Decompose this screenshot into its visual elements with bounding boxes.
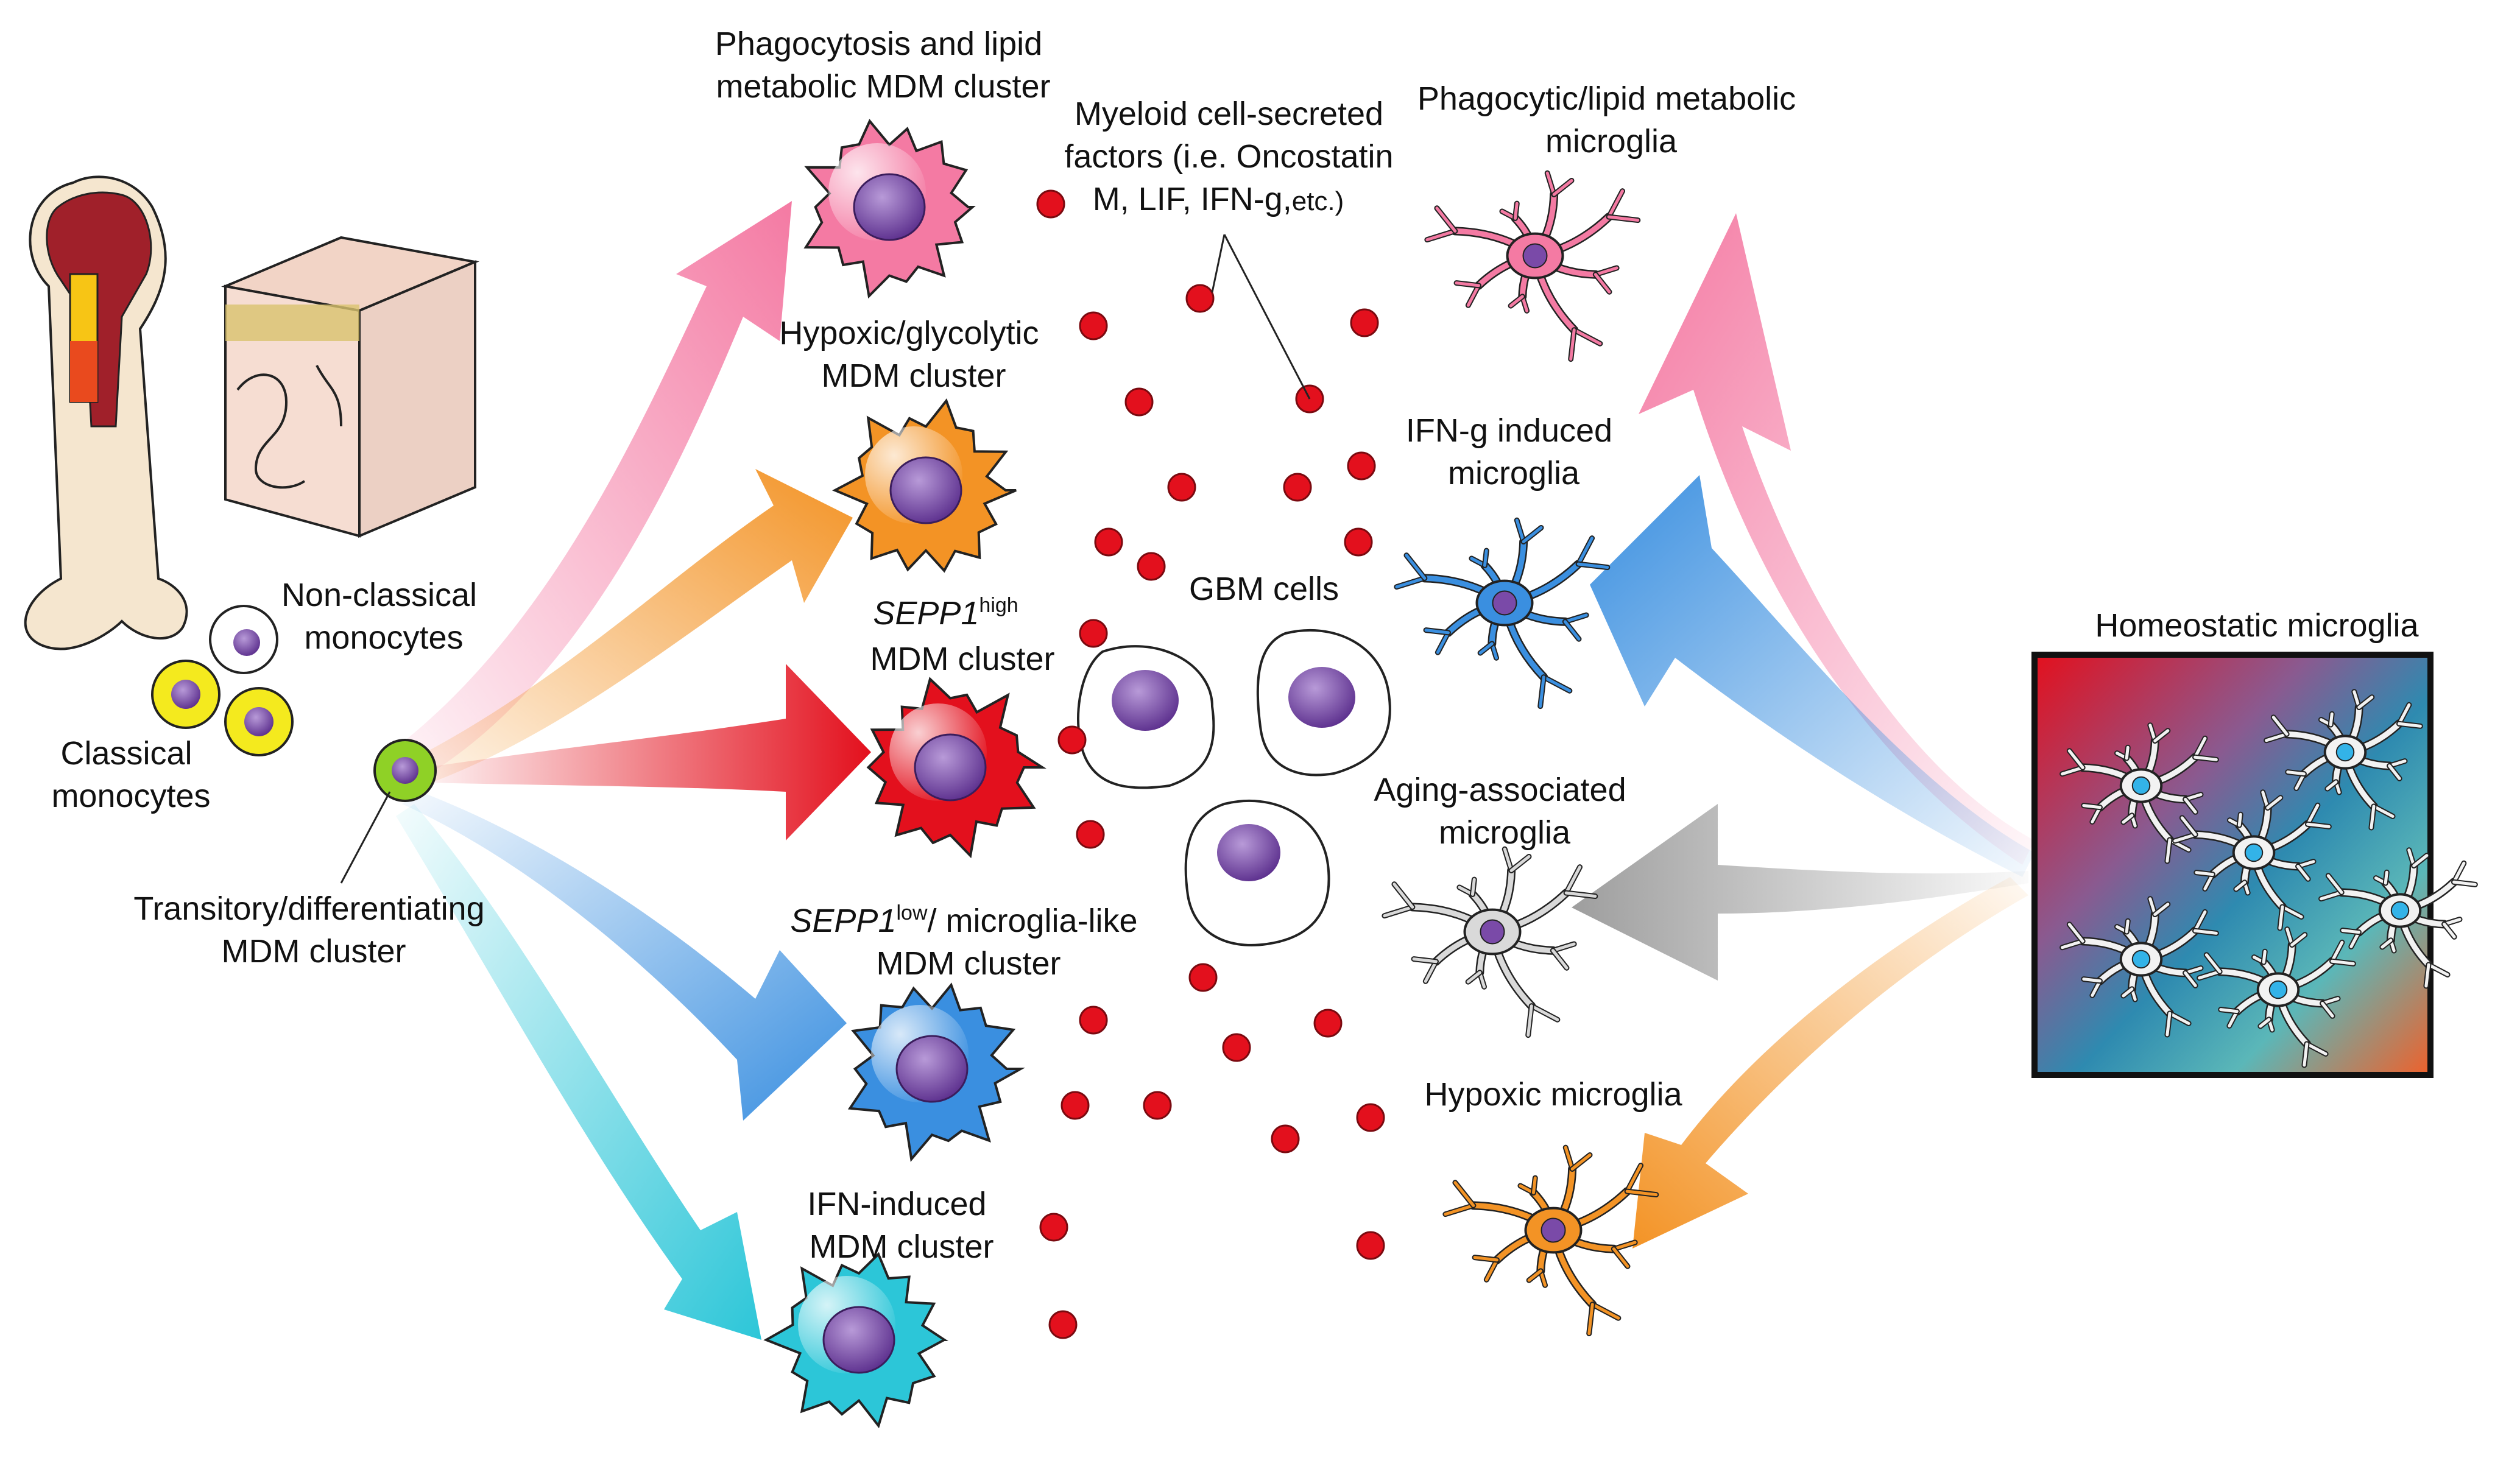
homeostatic-microglia-cell: [2264, 689, 2423, 831]
factor-dot: [1061, 1091, 1090, 1120]
arrow-to-aging-microglia: [1572, 804, 2028, 981]
arrow-to-ifn-mdm: [396, 804, 761, 1340]
ifng-microglia-cell: [1394, 517, 1611, 710]
transitory-pointer-line: [340, 791, 391, 884]
factor-dot: [1137, 552, 1166, 581]
bone-illustration: [24, 175, 188, 650]
factor-dot: [1313, 1009, 1343, 1038]
factor-dot: [1057, 725, 1087, 755]
factor-pointer-lines: [1211, 234, 1311, 400]
phago-microglia-cell: [1424, 170, 1641, 362]
non-classical-monocytes-label: Non-classical monocytes: [281, 577, 486, 656]
myeloid-factors-label: Myeloid cell-secreted factors (i.e. Onco…: [1064, 96, 1402, 217]
factor-dot: [1124, 387, 1154, 417]
homeostatic-microglia-label: Homeostatic microglia: [2095, 607, 2419, 644]
right-flow-arrows: [1572, 213, 2035, 1249]
factor-dot: [1048, 1310, 1078, 1339]
homeostatic-microglia-cell: [2197, 926, 2356, 1068]
sepp1-low-mdm-cell: [847, 982, 1026, 1162]
gbm-cells-label: GBM cells: [1189, 571, 1339, 607]
phago-mdm-label: Phagocytosis and lipid metabolic MDM clu…: [715, 26, 1051, 105]
ifn-mdm-cell: [763, 1252, 949, 1429]
factor-dot: [1036, 189, 1065, 219]
ifng-microglia-label: IFN-g induced microglia: [1406, 412, 1622, 491]
hypoxic-mdm-label: Hypoxic/glycolytic MDM cluster: [779, 315, 1048, 394]
homeostatic-microglia-cell: [2059, 722, 2219, 864]
factor-dot: [1356, 1231, 1385, 1260]
sepp1-high-mdm-cell: [866, 677, 1046, 859]
factor-dot: [1222, 1033, 1251, 1062]
phago-microglia-label: Phagocytic/lipid metabolic microglia: [1417, 80, 1805, 160]
non-classical-monocyte: [209, 605, 278, 674]
factor-dot: [1079, 1006, 1108, 1035]
labels: Non-classical monocytes Classical monocy…: [51, 26, 2419, 1265]
homeostatic-microglia-cell: [2318, 847, 2478, 989]
mdm-cells: [763, 119, 1046, 1429]
factor-dot: [1094, 527, 1123, 557]
factor-dot: [1079, 311, 1108, 340]
phago-mdm-cell: [803, 119, 976, 299]
sepp1-high-mdm-label: SEPP1high MDM cluster: [870, 583, 1054, 677]
factor-dot: [1185, 284, 1215, 313]
aging-microglia-label: Aging-associated microglia: [1374, 772, 1635, 851]
hypoxic-microglia-label: Hypoxic microglia: [1424, 1076, 1682, 1113]
factor-dot: [1167, 473, 1196, 502]
factor-dot: [1079, 619, 1108, 648]
factor-dot: [1283, 473, 1312, 502]
ifn-mdm-label: IFN-induced MDM cluster: [807, 1186, 995, 1265]
factor-dot: [1271, 1124, 1300, 1154]
homeostatic-microglia-panel: [2031, 652, 2478, 1078]
factor-dot: [1347, 451, 1376, 481]
arrow-to-sepp1-low-mdm: [402, 792, 847, 1121]
brain-block-illustration: [221, 236, 479, 538]
secreted-factor-dots: [1036, 189, 1385, 1339]
hypoxic-microglia-cell: [1442, 1144, 1659, 1337]
left-flow-arrows: [378, 201, 871, 1340]
factor-dot: [1039, 1213, 1068, 1242]
factor-dot: [1356, 1103, 1385, 1132]
arrow-to-hypoxic-microglia: [1632, 877, 2028, 1249]
aging-microglia-cell: [1382, 846, 1598, 1038]
transitory-mdm-label: Transitory/differentiating MDM cluster: [133, 890, 493, 970]
arrow-to-phago-microglia: [1639, 213, 2035, 865]
homeostatic-microglia-cell: [2172, 789, 2332, 931]
classical-monocytes-label: Classical monocytes: [51, 735, 210, 814]
arrow-to-ifng-microglia: [1590, 475, 2035, 877]
factor-dot: [1076, 820, 1105, 849]
factor-dot: [1188, 963, 1218, 992]
homeostatic-microglia-cell: [2059, 896, 2219, 1038]
hypoxic-mdm-cell: [832, 398, 1017, 573]
gbm-cells: [1077, 629, 1391, 946]
factor-dot: [1344, 527, 1373, 557]
microglia-cells: [1382, 170, 1659, 1337]
arrow-to-phago-mdm: [378, 201, 792, 780]
factor-dot: [1350, 308, 1379, 337]
arrow-to-hypoxic-mdm: [390, 469, 853, 789]
classical-monocytes: [151, 660, 294, 756]
sepp1-low-mdm-label: SEPP1low/ microglia-like MDM cluster: [790, 901, 1146, 982]
arrow-to-sepp1-high-mdm: [426, 664, 871, 840]
factor-dot: [1143, 1091, 1172, 1120]
transitory-mdm-cell: [373, 739, 437, 802]
